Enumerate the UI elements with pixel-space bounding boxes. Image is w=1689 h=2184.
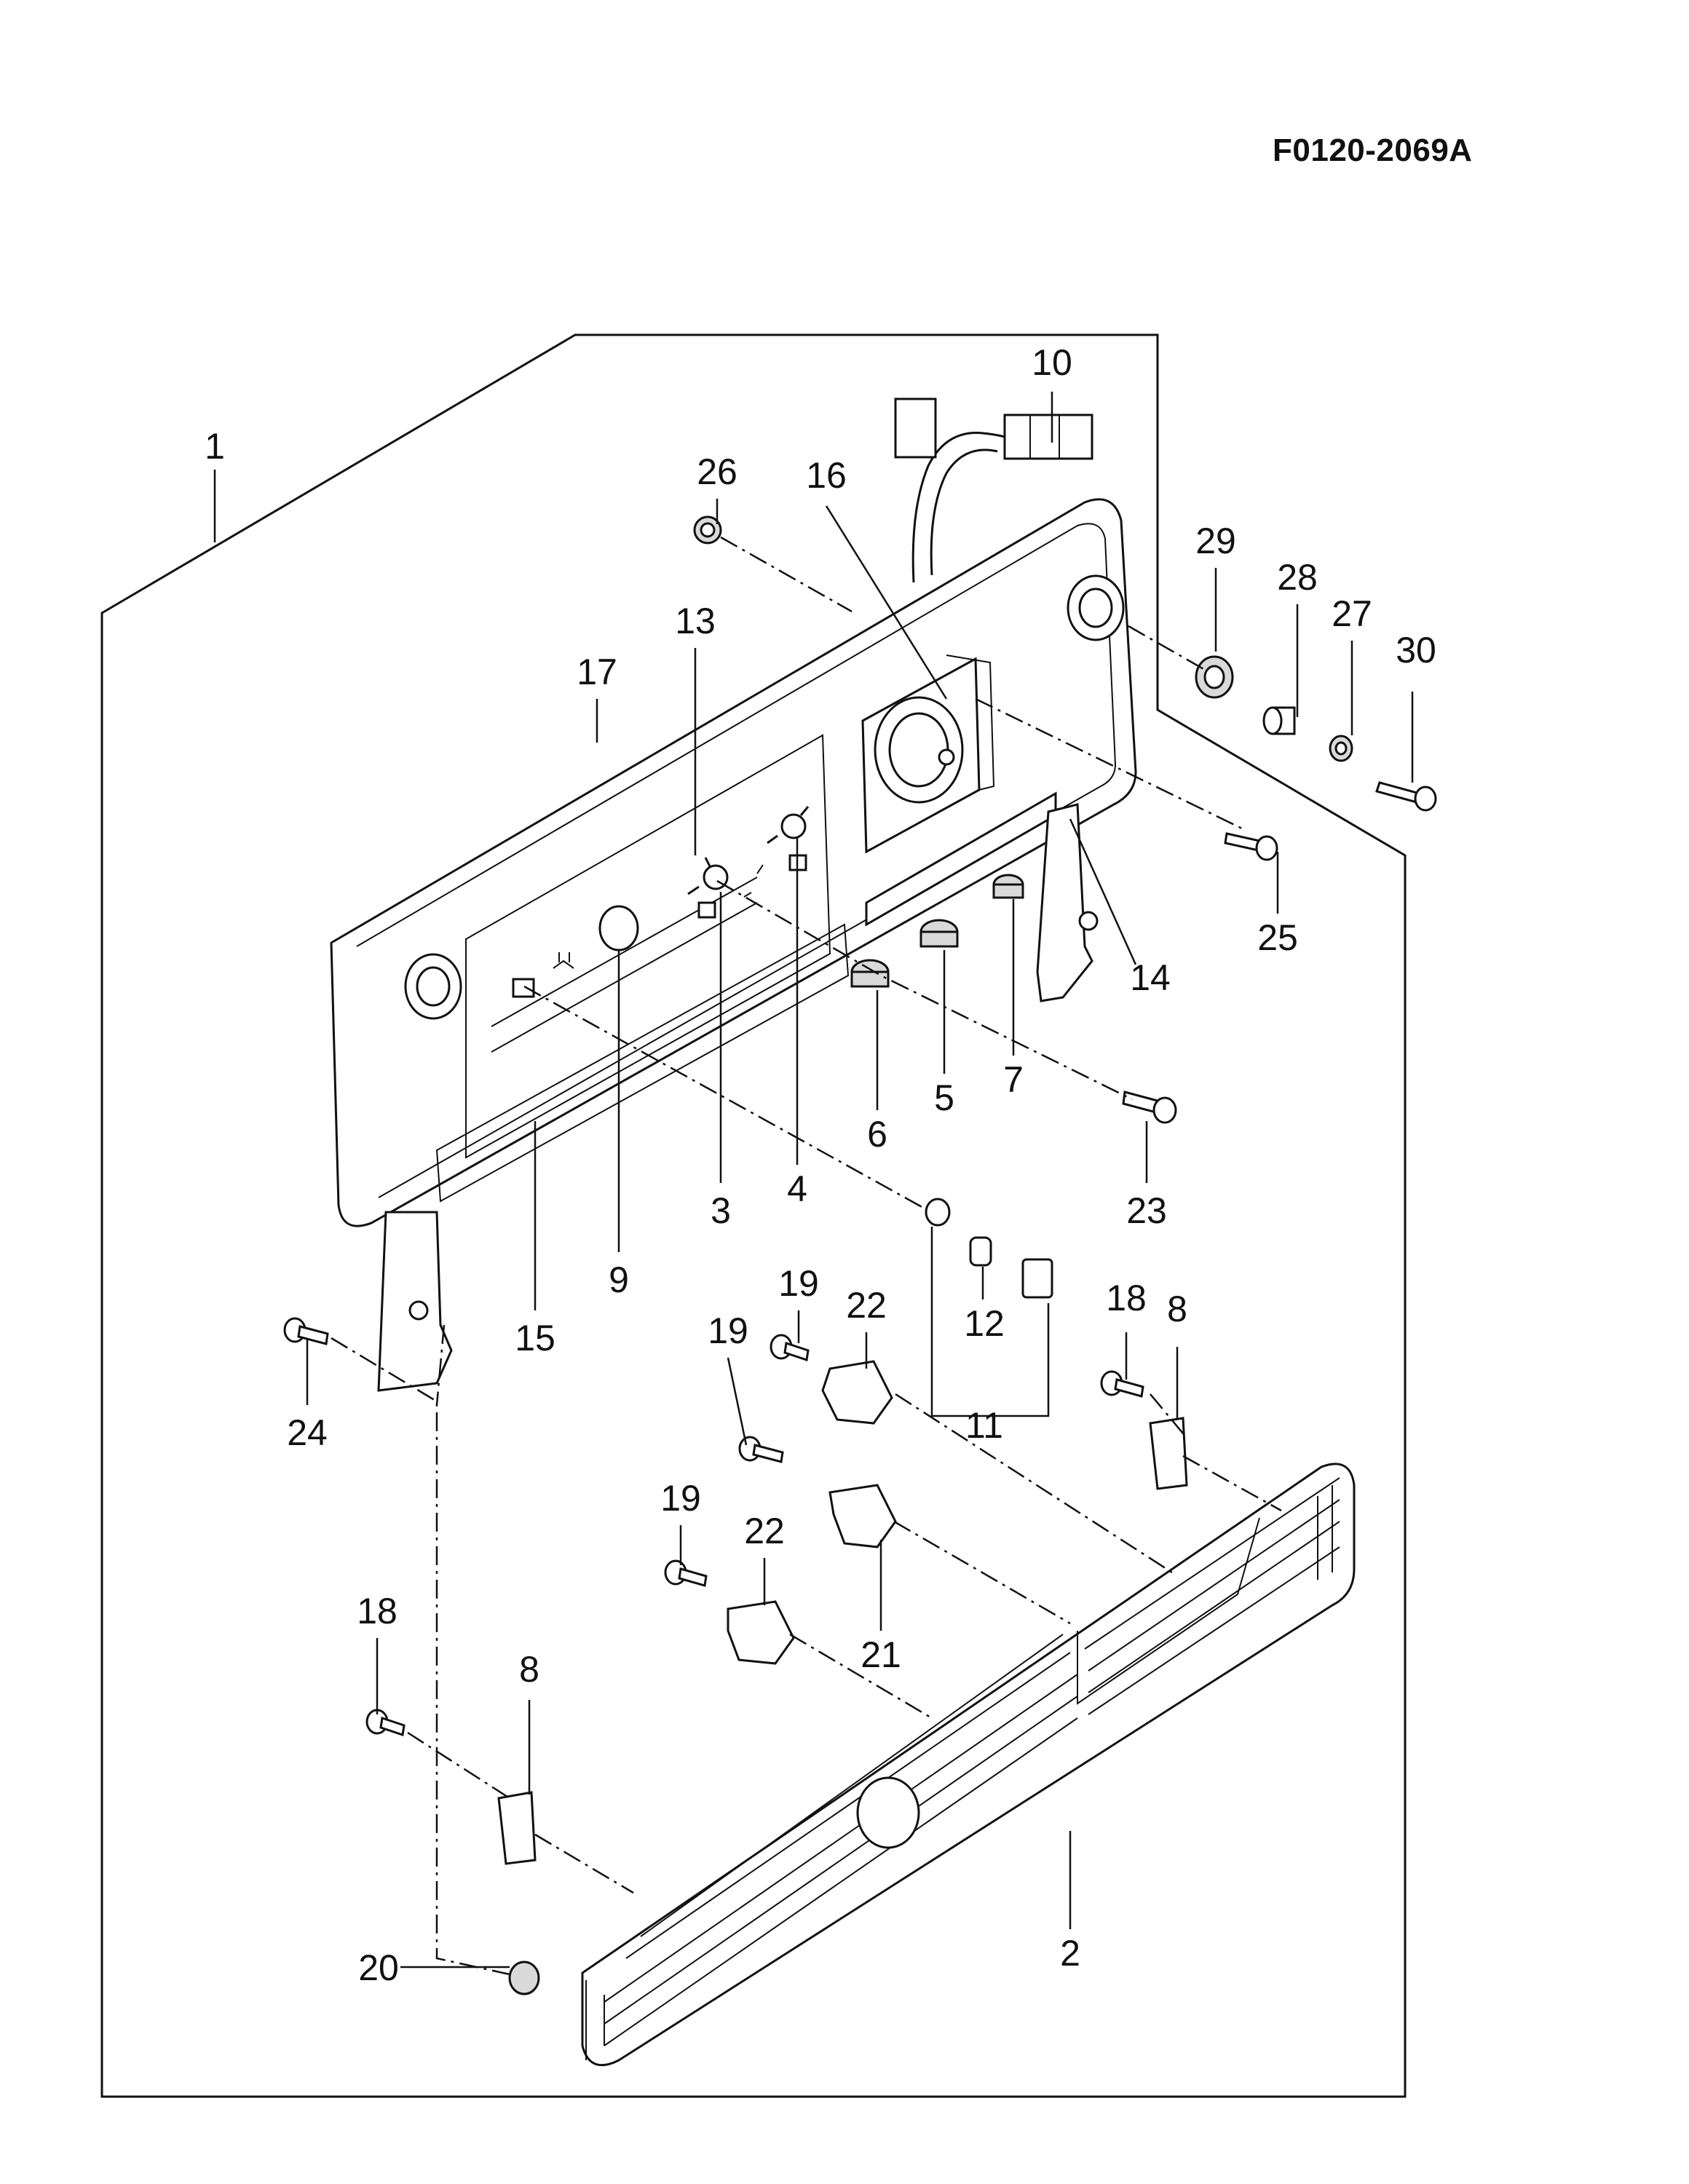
callout-11: 11	[965, 1405, 1003, 1446]
callout-18b: 18	[357, 1591, 397, 1631]
callout-20: 20	[358, 1947, 399, 1988]
callout-15: 15	[515, 1318, 555, 1358]
callout-9: 9	[609, 1259, 629, 1300]
callout-19: 19	[778, 1263, 819, 1304]
callout-14: 14	[1130, 957, 1171, 998]
callout-2: 2	[1060, 1933, 1080, 1974]
callout-27: 27	[1332, 593, 1372, 634]
callout-22: 22	[846, 1285, 887, 1326]
panel-brackets	[377, 803, 1099, 1392]
callout-30: 30	[1396, 630, 1436, 670]
callout-8: 8	[1167, 1289, 1187, 1329]
callout-24: 24	[287, 1412, 328, 1453]
callout-12: 12	[964, 1303, 1005, 1344]
callout-4: 4	[787, 1168, 807, 1209]
outlet-receptacle	[861, 654, 995, 854]
callout-13: 13	[675, 601, 716, 641]
callout-29: 29	[1195, 521, 1236, 561]
callout-19c: 19	[660, 1478, 701, 1519]
screws-clamps	[283, 1317, 1188, 1995]
callout-25: 25	[1257, 917, 1298, 958]
callout-3: 3	[711, 1190, 731, 1231]
hardware-parts	[693, 515, 1437, 1299]
callout-8b: 8	[519, 1649, 539, 1690]
callout-26: 26	[697, 451, 737, 492]
callout-7: 7	[1003, 1059, 1024, 1100]
callout-17: 17	[577, 652, 617, 692]
callout-1: 1	[205, 426, 225, 467]
leader-lines	[213, 392, 1414, 1969]
callout-labels: 1 2 3 4 5 6 7 8 8 9 10 11 12 13 14 15 16…	[205, 342, 1436, 1988]
front-grille	[581, 1463, 1356, 2067]
wiring-harness	[894, 397, 1093, 583]
callout-10: 10	[1032, 342, 1072, 383]
callout-23: 23	[1126, 1190, 1167, 1231]
callout-22b: 22	[744, 1511, 785, 1551]
control-panel	[330, 498, 1137, 1227]
callout-21: 21	[861, 1634, 901, 1675]
callout-28: 28	[1277, 557, 1318, 598]
panel-knobs	[687, 806, 1024, 988]
drawing-id: F0120-2069A	[1273, 132, 1473, 168]
callout-16: 16	[806, 455, 847, 496]
callout-5: 5	[934, 1077, 954, 1118]
assembly-boundary	[100, 333, 1407, 2098]
assembly-lines	[331, 536, 1282, 1976]
callout-19b: 19	[708, 1310, 748, 1351]
callout-6: 6	[867, 1114, 887, 1155]
callout-18: 18	[1106, 1278, 1147, 1318]
